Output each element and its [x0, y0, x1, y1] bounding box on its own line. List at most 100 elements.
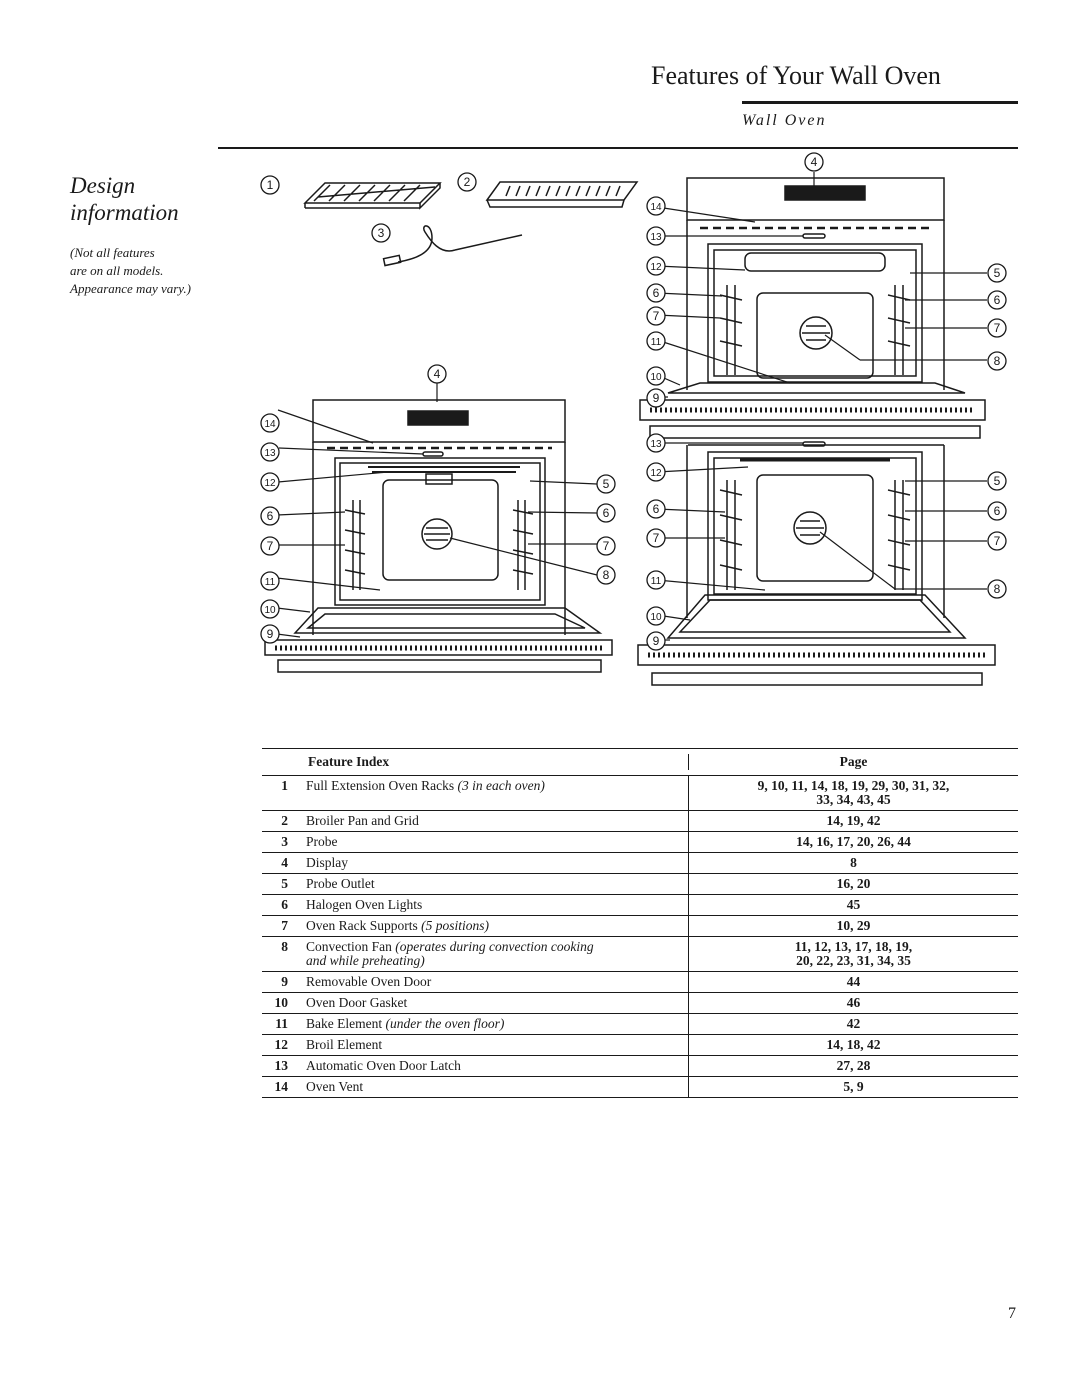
svg-text:13: 13: [650, 232, 662, 243]
svg-text:4: 4: [434, 367, 441, 381]
feature-name: Oven Rack Supports (5 positions): [306, 918, 490, 933]
callout-7: 7: [987, 531, 1007, 551]
callout-7: 7: [646, 528, 666, 548]
double-oven-drawing: [637, 177, 996, 686]
svg-text:11: 11: [651, 337, 662, 348]
probe-drawing: [382, 225, 523, 267]
svg-text:6: 6: [653, 286, 660, 300]
svg-text:9: 9: [653, 634, 660, 648]
feature-pages: 5, 9: [688, 1077, 1018, 1097]
callout-12: 12: [646, 462, 666, 482]
callout-8: 8: [987, 579, 1007, 599]
page-title: Features of Your Wall Oven: [651, 61, 941, 90]
svg-text:4: 4: [811, 155, 818, 169]
svg-text:5: 5: [994, 266, 1001, 280]
feature-name: Broiler Pan and Grid: [306, 813, 419, 828]
feature-name: Probe: [306, 834, 338, 849]
callout-6: 6: [646, 283, 666, 303]
svg-text:6: 6: [603, 506, 610, 520]
feature-pages: 44: [688, 972, 1018, 992]
section-heading-line1: Design: [70, 173, 136, 198]
callout-7: 7: [987, 318, 1007, 338]
feature-pages: 27, 28: [688, 1056, 1018, 1076]
feature-number: 10: [274, 995, 289, 1010]
callout-7: 7: [596, 536, 616, 556]
callout-14: 14: [260, 413, 280, 433]
feature-name: Convection Fan (operates during convecti…: [306, 939, 594, 968]
feature-name: Bake Element (under the oven floor): [306, 1016, 505, 1031]
callout-10: 10: [260, 599, 280, 619]
feature-number: 8: [281, 939, 288, 954]
feature-name: Probe Outlet: [306, 876, 375, 891]
oven-rack-drawing: [303, 182, 442, 210]
callout-11: 11: [646, 331, 666, 351]
table-header: Feature Index Page: [262, 748, 1018, 776]
svg-text:7: 7: [603, 539, 610, 553]
svg-text:12: 12: [264, 478, 276, 489]
svg-text:14: 14: [650, 202, 662, 213]
svg-text:10: 10: [264, 605, 276, 616]
svg-text:13: 13: [650, 439, 662, 450]
table-row: 8 Convection Fan (operates during convect…: [262, 937, 1018, 972]
feature-number: 4: [281, 855, 288, 870]
callout-13: 13: [646, 226, 666, 246]
feature-pages: 10, 29: [688, 916, 1018, 936]
svg-text:13: 13: [264, 448, 276, 459]
feature-name: Oven Vent: [306, 1079, 364, 1094]
svg-text:7: 7: [653, 309, 660, 323]
svg-text:1: 1: [267, 178, 274, 192]
svg-text:12: 12: [650, 468, 662, 479]
svg-text:8: 8: [994, 354, 1001, 368]
svg-text:5: 5: [994, 474, 1001, 488]
section-rule: [218, 147, 1018, 149]
feature-number: 6: [281, 897, 288, 912]
feature-number: 9: [281, 974, 288, 989]
callout-1: 1: [260, 175, 280, 195]
callout-leaders: [276, 172, 987, 641]
svg-text:7: 7: [994, 534, 1001, 548]
callout-10: 10: [646, 606, 666, 626]
feature-number: 14: [274, 1079, 289, 1094]
callout-6: 6: [260, 506, 280, 526]
callout-6: 6: [987, 501, 1007, 521]
col-feature-header: Feature Index: [308, 754, 390, 769]
callout-7: 7: [260, 536, 280, 556]
feature-number: 3: [281, 834, 288, 849]
callout-9: 9: [646, 631, 666, 651]
feature-pages: 9, 10, 11, 14, 18, 19, 29, 30, 31, 32,33…: [688, 776, 1018, 810]
section-subtitle: Wall Oven: [742, 112, 827, 129]
svg-text:7: 7: [267, 539, 274, 553]
svg-text:7: 7: [994, 321, 1001, 335]
feature-number: 13: [274, 1058, 289, 1073]
callout-12: 12: [646, 256, 666, 276]
section-heading-line2: information: [70, 200, 179, 225]
svg-text:11: 11: [651, 576, 662, 587]
feature-name: Automatic Oven Door Latch: [306, 1058, 461, 1073]
svg-text:6: 6: [994, 293, 1001, 307]
svg-text:7: 7: [653, 531, 660, 545]
feature-pages: 42: [688, 1014, 1018, 1034]
callout-5: 5: [596, 474, 616, 494]
callout-5: 5: [987, 263, 1007, 283]
page-number: 7: [1008, 1305, 1016, 1322]
feature-number: 5: [281, 876, 288, 891]
callout-14: 14: [646, 196, 666, 216]
feature-pages: 11, 12, 13, 17, 18, 19,20, 22, 23, 31, 3…: [688, 937, 1018, 971]
callout-12: 12: [260, 472, 280, 492]
svg-text:14: 14: [264, 419, 276, 430]
feature-number: 1: [281, 778, 288, 793]
svg-text:11: 11: [265, 577, 276, 588]
section-heading: Design information: [70, 172, 179, 226]
table-row: 14 Oven Vent 5, 9: [262, 1077, 1018, 1098]
oven-illustration: 1234141312671110956784141312671110956781…: [260, 152, 1007, 686]
